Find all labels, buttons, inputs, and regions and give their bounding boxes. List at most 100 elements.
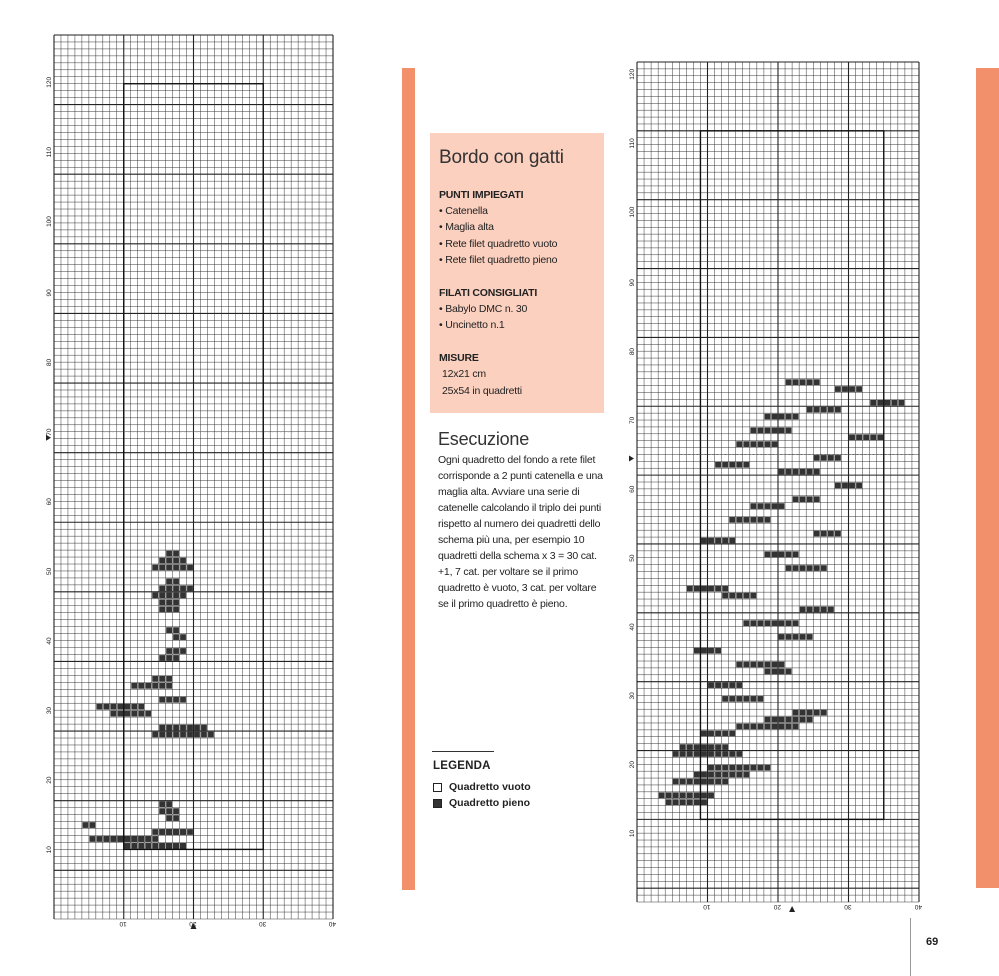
filled-cell xyxy=(166,732,172,738)
filled-cell xyxy=(152,829,158,835)
row-label: 10 xyxy=(46,846,53,854)
filled-cell xyxy=(757,517,763,523)
filled-cell xyxy=(173,592,179,598)
filled-cell xyxy=(687,779,693,785)
filled-cell xyxy=(715,538,721,544)
filled-cell xyxy=(750,428,756,434)
filled-cell xyxy=(180,725,186,731)
filled-cell xyxy=(842,386,848,392)
filled-cell xyxy=(722,593,728,599)
filled-cell xyxy=(779,724,785,730)
filled-cell xyxy=(694,772,700,778)
punti-item-3: • Rete filet quadretto vuoto xyxy=(439,238,557,250)
filled-cell xyxy=(722,744,728,750)
filled-cell xyxy=(842,483,848,489)
filled-cell xyxy=(729,462,735,468)
filled-cell xyxy=(103,836,109,842)
filled-cell xyxy=(117,711,123,717)
filled-cell xyxy=(772,620,778,626)
filled-cell xyxy=(743,765,749,771)
filled-cell xyxy=(708,744,714,750)
filled-cell xyxy=(166,801,172,807)
filled-cell xyxy=(680,799,686,805)
filled-cell xyxy=(856,434,862,440)
filled-cell xyxy=(750,620,756,626)
filled-cell xyxy=(694,779,700,785)
filled-cell xyxy=(166,565,172,571)
filled-cell xyxy=(166,606,172,612)
filled-cell xyxy=(757,441,763,447)
filled-cell xyxy=(793,469,799,475)
filled-cell xyxy=(152,732,158,738)
info-title: Bordo con gatti xyxy=(439,147,564,169)
filled-cell xyxy=(166,551,172,557)
legend-empty-label: Quadretto vuoto xyxy=(449,781,531,793)
filled-cell xyxy=(722,682,728,688)
filled-cell xyxy=(800,496,806,502)
filled-cell xyxy=(772,551,778,557)
filled-cell xyxy=(729,682,735,688)
filled-cells xyxy=(83,551,214,849)
filled-cell xyxy=(680,792,686,798)
filled-cell xyxy=(729,730,735,736)
filled-cell xyxy=(96,836,102,842)
filled-cell xyxy=(159,801,165,807)
filled-cell xyxy=(849,386,855,392)
filled-cell xyxy=(180,697,186,703)
col-label: 30 xyxy=(844,903,852,910)
filled-cell xyxy=(159,843,165,849)
filled-cell xyxy=(807,496,813,502)
legend-rule xyxy=(432,751,494,752)
filled-cell xyxy=(800,565,806,571)
filled-cell xyxy=(750,662,756,668)
row-label: 70 xyxy=(629,416,636,424)
filled-cell xyxy=(793,620,799,626)
filled-cell xyxy=(736,696,742,702)
filled-cell xyxy=(722,462,728,468)
filled-cell xyxy=(159,676,165,682)
filled-cell xyxy=(863,434,869,440)
filled-cell xyxy=(828,455,834,461)
filled-cell xyxy=(877,434,883,440)
filled-cell xyxy=(124,704,130,710)
filled-cell xyxy=(821,565,827,571)
filled-cell xyxy=(138,704,144,710)
filled-cell xyxy=(729,538,735,544)
filled-cell xyxy=(124,836,130,842)
filled-cell xyxy=(708,792,714,798)
filled-cell xyxy=(736,441,742,447)
filled-cell xyxy=(743,724,749,730)
punti-item-1: • Catenella xyxy=(439,205,488,217)
filled-cell xyxy=(180,558,186,564)
filled-cell xyxy=(152,683,158,689)
filled-cell xyxy=(807,407,813,413)
filled-cell xyxy=(159,829,165,835)
filled-cell xyxy=(779,469,785,475)
filled-cell xyxy=(152,565,158,571)
filled-cell xyxy=(856,483,862,489)
filled-cell xyxy=(187,565,193,571)
execution-body: Ogni quadretto del fondo a rete filet co… xyxy=(438,452,606,612)
filled-cell xyxy=(800,710,806,716)
execution-title: Esecuzione xyxy=(438,429,529,450)
filled-cell xyxy=(173,843,179,849)
filled-cell xyxy=(765,669,771,675)
filled-cell xyxy=(110,836,116,842)
filati-item-2: • Uncinetto n.1 xyxy=(439,319,504,331)
filled-cell xyxy=(166,843,172,849)
filled-cell xyxy=(736,462,742,468)
col-label: 20 xyxy=(773,903,781,910)
filled-cell xyxy=(729,593,735,599)
filled-cell xyxy=(807,607,813,613)
filled-cell xyxy=(166,815,172,821)
filled-cell xyxy=(180,565,186,571)
punti-item-4: • Rete filet quadretto pieno xyxy=(439,254,557,266)
filled-cell xyxy=(743,517,749,523)
row-label: 50 xyxy=(46,567,53,575)
filled-cell xyxy=(765,620,771,626)
filled-cell xyxy=(159,599,165,605)
filled-cell xyxy=(765,414,771,420)
filled-cell xyxy=(779,620,785,626)
filled-cell xyxy=(715,772,721,778)
filled-cell xyxy=(750,765,756,771)
